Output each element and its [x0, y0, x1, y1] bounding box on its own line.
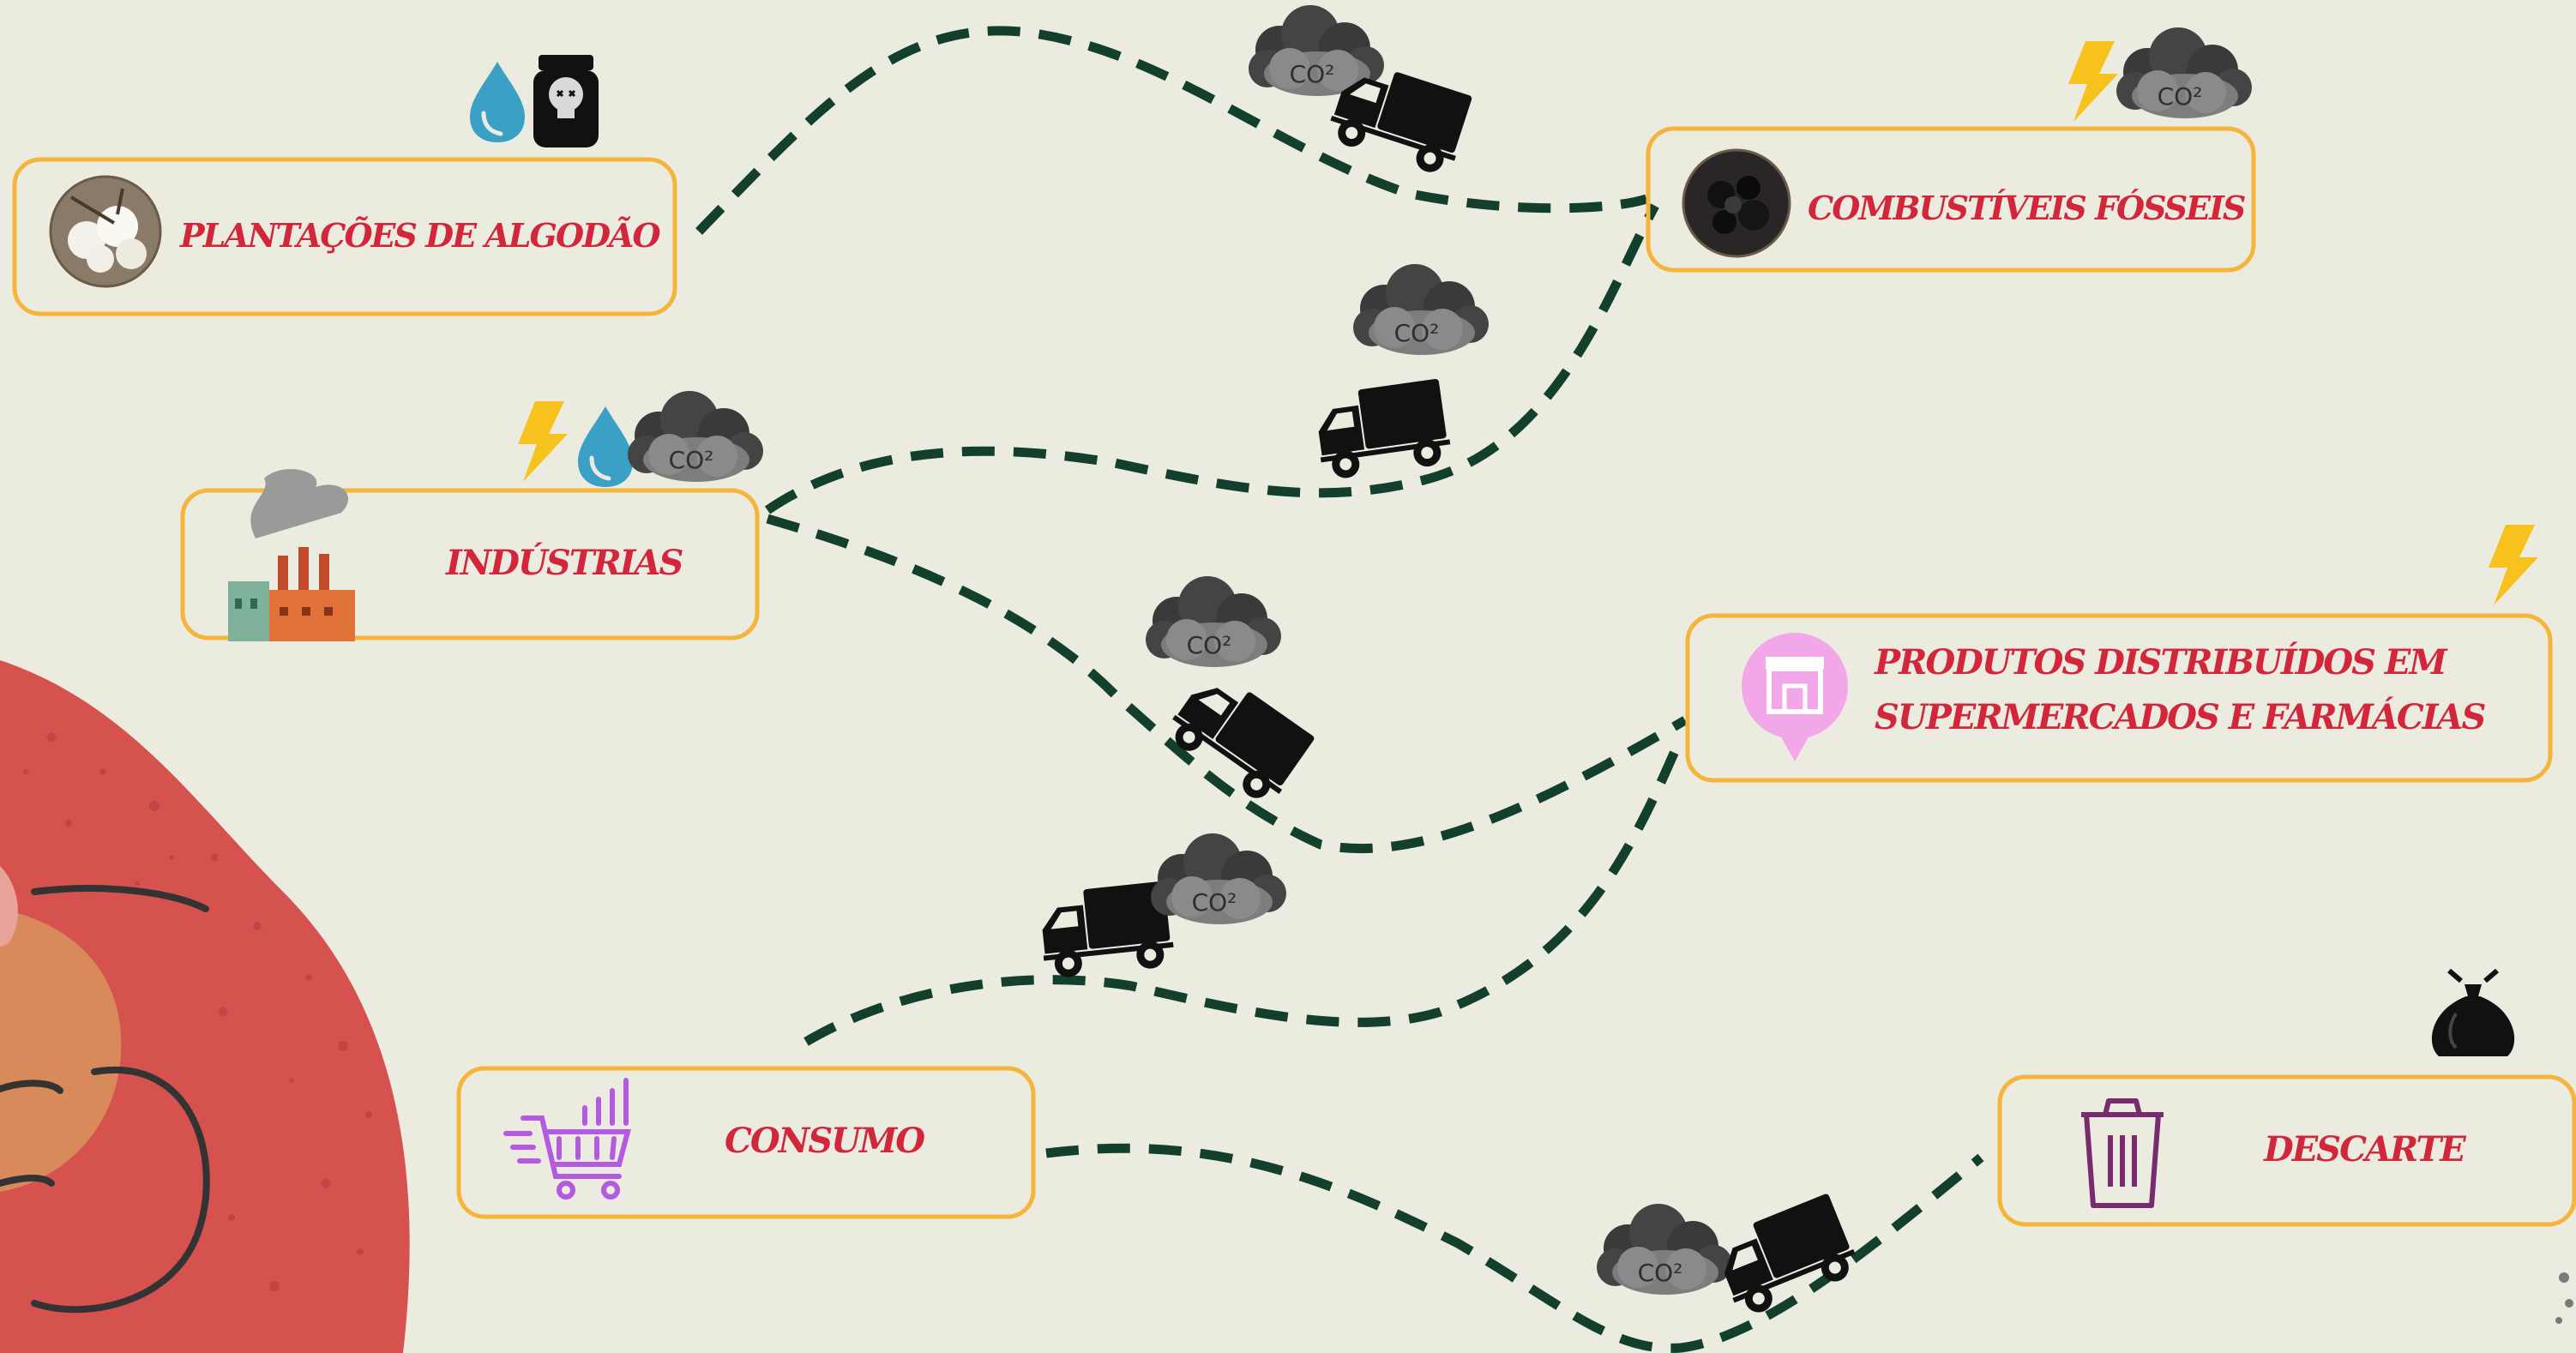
co2-cloud-icon: CO² [1249, 5, 1384, 96]
cotton-plant-icon [49, 175, 162, 288]
label-descarte: DESCARTE [2263, 1129, 2466, 1170]
svg-text:CO²: CO² [1638, 1259, 1683, 1287]
co2-cloud-icon: CO² [2116, 27, 2252, 118]
path-industrias-to-combustiveis [764, 203, 1659, 514]
water-drop-icon [470, 62, 525, 142]
co2-cloud-icon: CO² [1353, 264, 1489, 355]
truck-icon [1161, 664, 1318, 809]
water-drop-icon [578, 406, 633, 487]
trash-bag-icon [2431, 968, 2515, 1056]
label-combustiveis: COMBUSTÍVEIS FÓSSEIS [1808, 189, 2245, 227]
node-consumo-box [456, 1066, 1036, 1219]
co2-cloud-icon: CO² [1146, 576, 1281, 667]
label-produtos-line1: PRODUTOS DISTRIBUÍDOS EM [1874, 642, 2448, 683]
label-consumo: CONSUMO [725, 1121, 925, 1161]
svg-text:CO²: CO² [669, 446, 714, 474]
path-plantacoes-to-combustiveis [695, 26, 1648, 235]
lightning-icon [2489, 525, 2538, 605]
decorative-speckle [2555, 1272, 2573, 1324]
label-industrias: INDÚSTRIAS [445, 543, 683, 583]
lightning-icon [2068, 41, 2118, 122]
path-industrias-to-produtos [766, 514, 1688, 854]
shopping-cart-icon [503, 1078, 631, 1200]
node-industrias-box [180, 488, 760, 640]
svg-text:CO²: CO² [1394, 319, 1440, 347]
poison-bottle-icon [533, 55, 599, 147]
lightning-icon [518, 401, 568, 482]
co2-cloud-icon: CO² [1151, 833, 1286, 924]
svg-text:CO²: CO² [1187, 631, 1232, 659]
truck-icon [1311, 378, 1454, 482]
svg-text:CO²: CO² [1192, 888, 1237, 917]
path-consumo-to-produtos [803, 735, 1686, 1046]
trash-bin-icon [2081, 1098, 2164, 1208]
decorative-blob [0, 660, 410, 1353]
store-location-icon [1742, 633, 1848, 761]
label-plantacoes: PLANTAÇÕES DE ALGODÃO [179, 216, 661, 255]
co2-cloud-icon: CO² [1597, 1204, 1732, 1295]
node-produtos-box [1685, 613, 2553, 783]
co2-cloud-icon: CO² [628, 391, 763, 482]
svg-text:CO²: CO² [2158, 82, 2203, 111]
label-produtos-line2: SUPERMERCADOS E FARMÁCIAS [1875, 697, 2485, 737]
node-combustiveis-box [1646, 126, 2256, 273]
node-plantacoes-box [12, 157, 677, 316]
svg-text:CO²: CO² [1290, 60, 1335, 88]
factory-icon [228, 469, 355, 641]
node-descarte-box [1997, 1074, 2576, 1227]
fossil-fuel-icon [1682, 148, 1791, 258]
